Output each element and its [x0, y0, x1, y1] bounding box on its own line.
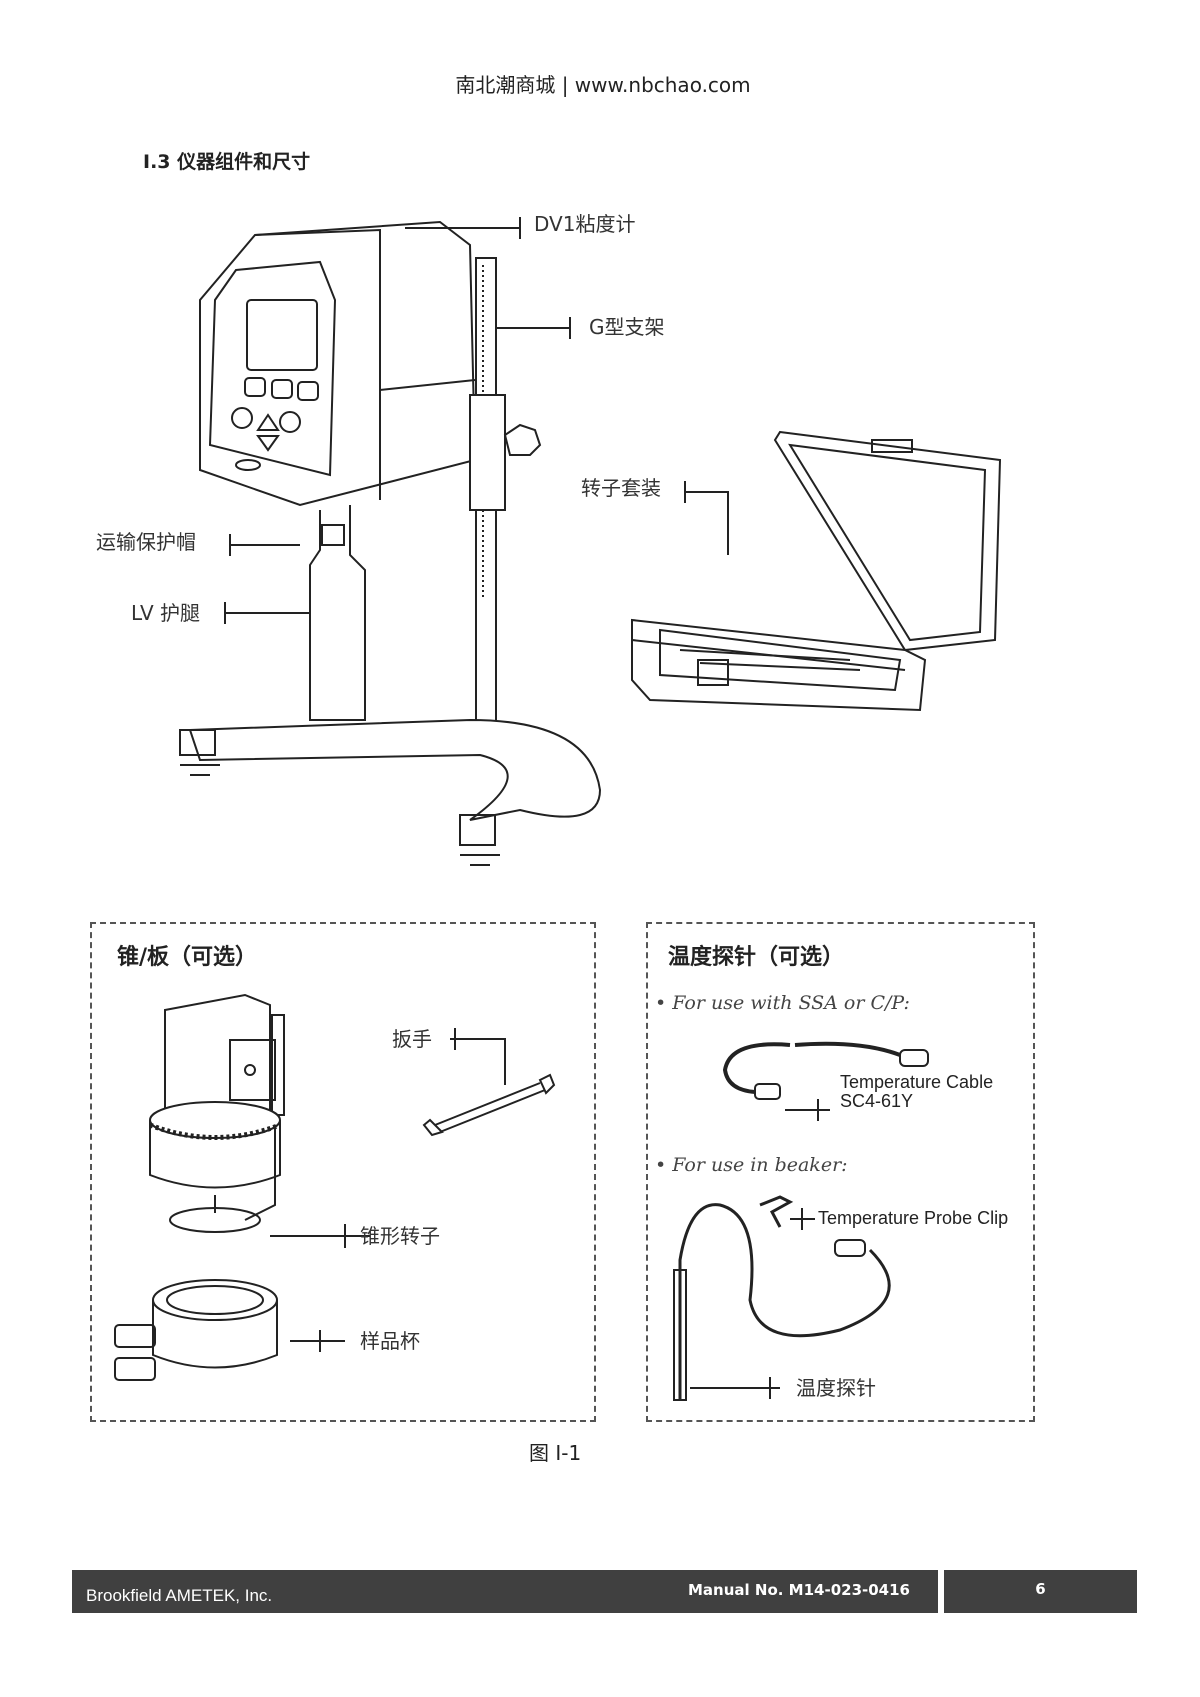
- beaker-note: • For use in beaker:: [655, 1154, 848, 1176]
- label-shipping-cap: 运输保护帽: [96, 530, 196, 554]
- footer-page-box: 6: [944, 1570, 1137, 1613]
- label-probe-clip: Temperature Probe Clip: [818, 1208, 1009, 1228]
- section-title: I.3 仪器组件和尺寸: [143, 151, 311, 173]
- label-cable-model: SC4-61Y: [840, 1091, 914, 1111]
- footer-bar: Brookfield AMETEK, Inc. Manual No. M14-0…: [72, 1570, 938, 1613]
- ssa-note: • For use with SSA or C/P:: [655, 992, 910, 1014]
- temp-probe-box: [646, 922, 1035, 1422]
- label-viscometer: DV1粘度计: [534, 212, 636, 236]
- label-guard-leg: LV 护腿: [131, 601, 200, 625]
- page-header: 南北潮商城 | www.nbchao.com: [455, 73, 751, 97]
- temp-probe-title: 温度探针（可选）: [668, 944, 845, 970]
- figure-caption: 图 I-1: [529, 1441, 582, 1465]
- cone-plate-title: 锥/板（可选）: [117, 944, 258, 970]
- label-wrench: 扳手: [392, 1027, 432, 1051]
- label-temp-cable: Temperature Cable: [840, 1072, 994, 1092]
- label-cone-spindle: 锥形转子: [360, 1224, 440, 1248]
- label-spindle-set: 转子套装: [581, 476, 661, 500]
- label-stand: G型支架: [589, 315, 665, 339]
- cone-plate-box: [90, 922, 596, 1422]
- page-number: 6: [1035, 1580, 1046, 1598]
- footer-manual: Manual No. M14-023-0416: [688, 1581, 910, 1599]
- footer-company: Brookfield AMETEK, Inc.: [86, 1586, 273, 1605]
- label-temp-probe: 温度探针: [796, 1376, 876, 1400]
- label-sample-cup: 样品杯: [360, 1329, 420, 1353]
